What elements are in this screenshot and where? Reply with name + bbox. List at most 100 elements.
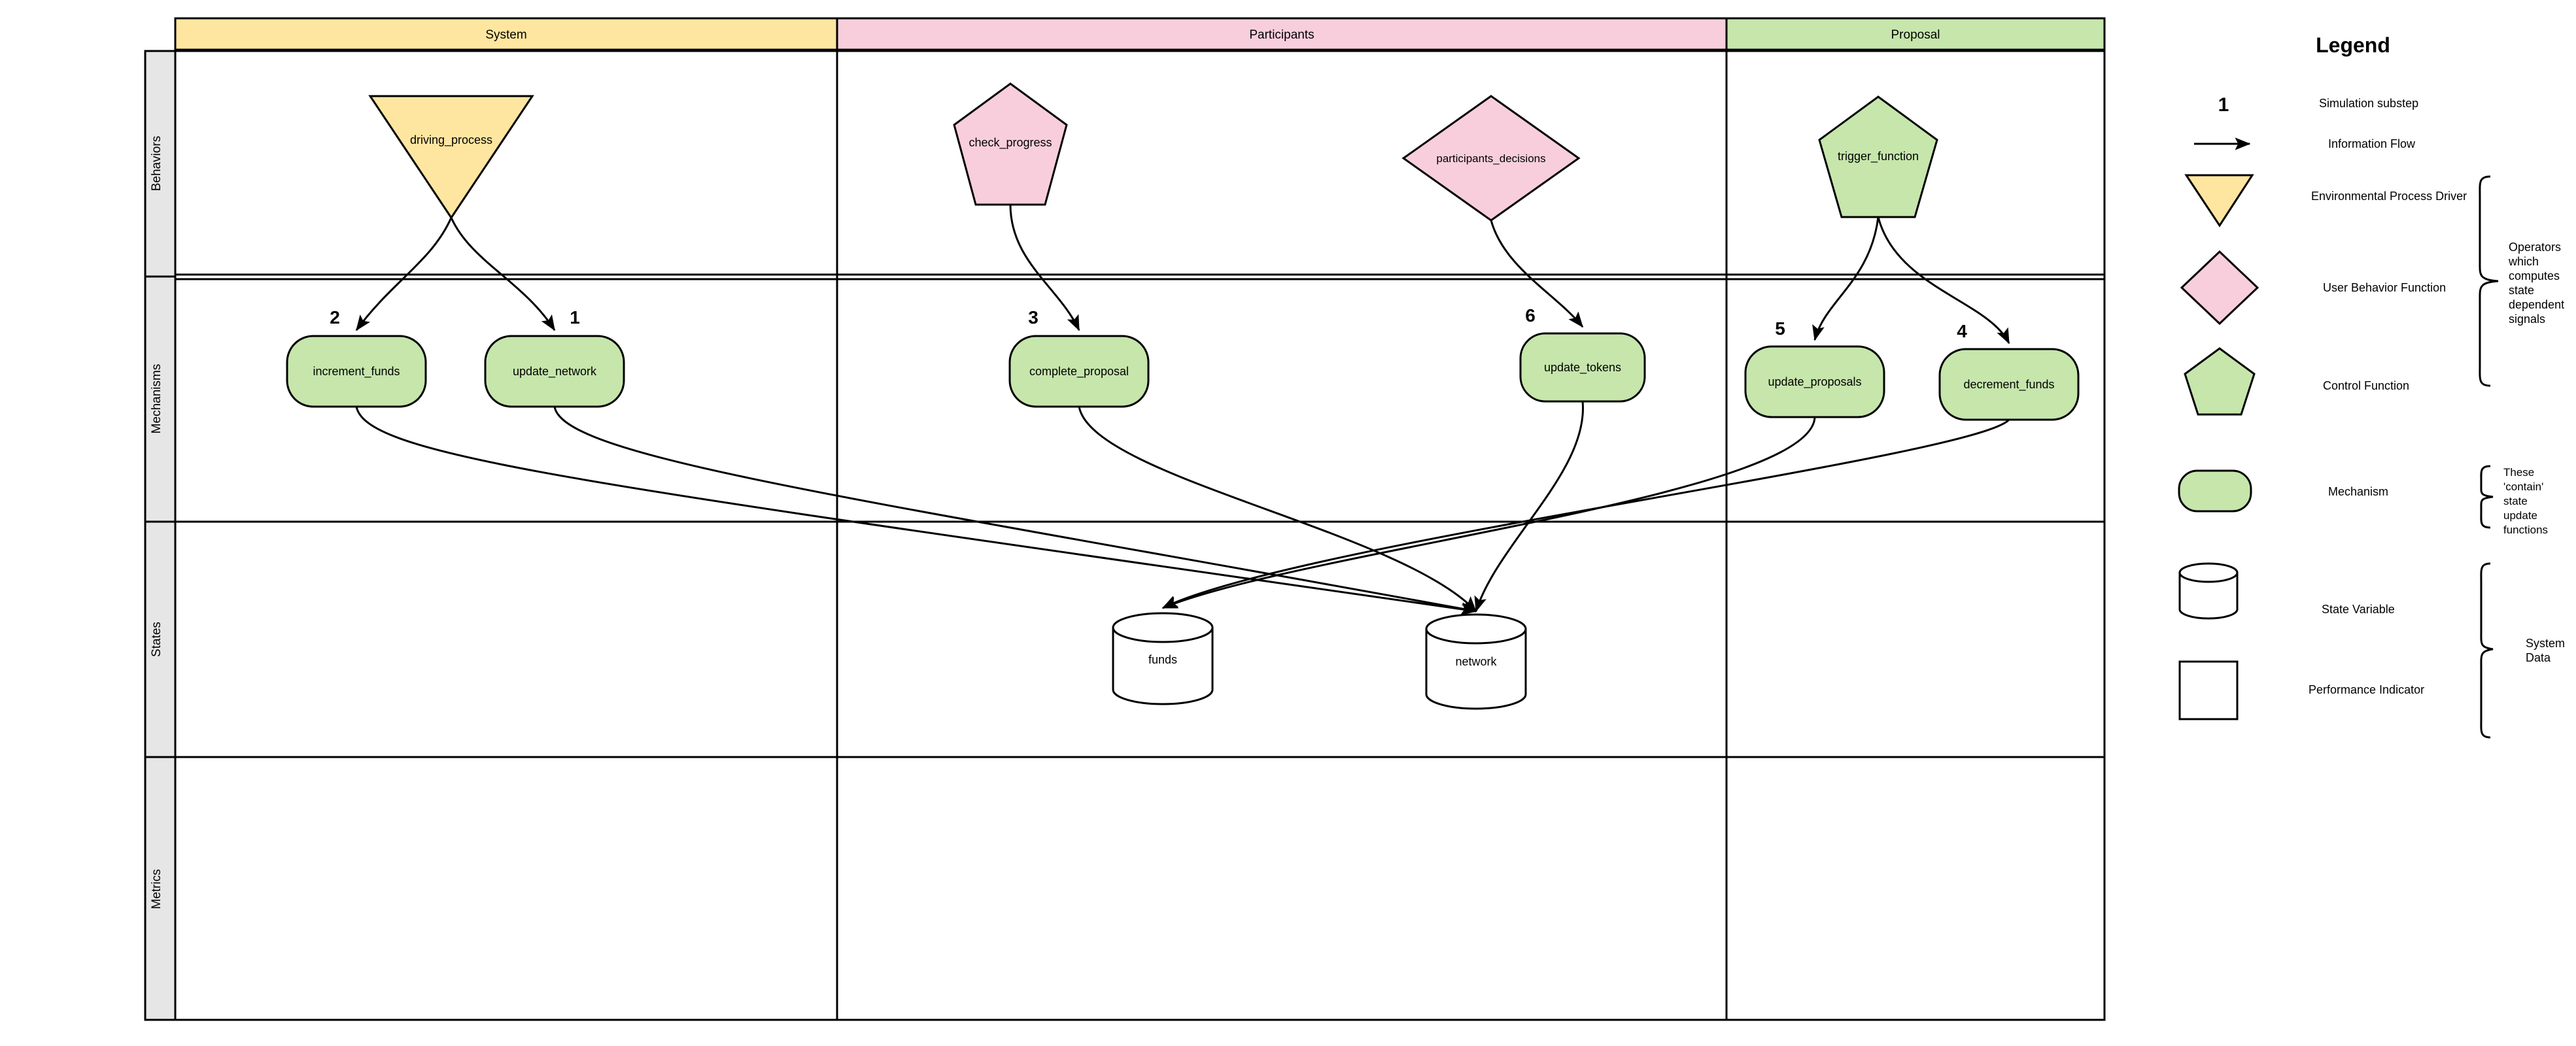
legend-label-simulation-substep: Simulation substep: [2319, 97, 2418, 110]
substep-label-4: 4: [1957, 321, 1967, 341]
legend-item-mechanism: Mechanism: [2178, 469, 2388, 513]
triangle-down-shape: [368, 95, 534, 220]
flow-update-tokens-to-network: [1474, 401, 1584, 613]
flow-edges-behaviors: [355, 204, 2010, 345]
substep-label-2: 2: [330, 307, 340, 328]
node-participants-decisions-label: participants_decisions: [1436, 152, 1545, 165]
flow-trigger-function-to-decrement-funds: [1877, 216, 2010, 345]
brace-line: System: [2526, 637, 2565, 650]
node-decrement-funds[interactable]: decrement_funds: [1938, 348, 2080, 421]
cylinder-body: [1425, 628, 1527, 710]
node-increment-funds[interactable]: increment_funds: [286, 335, 427, 408]
flow-update-proposals-to-funds: [1161, 416, 1816, 609]
rect-icon: [2178, 660, 2239, 720]
node-driving-process-label: driving_process: [410, 133, 492, 147]
cylinder-body: [1112, 626, 1214, 705]
legend-brace-operators: [2479, 175, 2499, 387]
rounded-rect-shape: [1938, 348, 2080, 421]
row-label-states: States: [150, 622, 163, 657]
flow-complete-proposal-to-network: [1078, 406, 1477, 613]
legend-item-information-flow: Information Flow: [2194, 137, 2416, 150]
brace-line: which: [2508, 255, 2539, 268]
column-header-proposal: [1725, 17, 2106, 51]
legend-brace-mechanism-text: These 'contain' state update functions: [2503, 466, 2548, 536]
cylinder-icon-body: [2178, 571, 2239, 620]
legend: Legend 1 Simulation substep Information …: [2178, 33, 2565, 739]
diamond-shape: [1401, 95, 1581, 222]
brace-line: update: [2503, 509, 2537, 522]
brace-line: Data: [2526, 651, 2551, 664]
brace-line: These: [2503, 466, 2534, 479]
node-funds[interactable]: funds: [1112, 612, 1214, 705]
brace-line: dependent: [2509, 298, 2564, 311]
node-trigger-function[interactable]: trigger_function: [1818, 95, 1938, 218]
legend-label-environmental-process-driver: Environmental Process Driver: [2311, 190, 2467, 203]
node-update-network[interactable]: update_network: [484, 335, 625, 408]
pentagon-shape: [953, 82, 1068, 206]
node-update-network-label: update_network: [513, 365, 597, 379]
legend-item-simulation-substep: 1 Simulation substep: [2218, 94, 2418, 116]
node-funds-label: funds: [1148, 653, 1177, 666]
substep-label-3: 3: [1028, 307, 1039, 328]
legend-brace-operators-text: Operators which computes state dependent…: [2508, 241, 2564, 326]
brace-line: signals: [2509, 312, 2545, 326]
rounded-rect-icon: [2178, 469, 2252, 513]
rounded-rect-shape: [1008, 335, 1150, 408]
brace-line: computes: [2509, 269, 2560, 282]
brace-line: state: [2503, 495, 2528, 507]
legend-label-mechanism: Mechanism: [2328, 485, 2388, 498]
row-label-mechanisms: Mechanisms: [150, 364, 163, 434]
flow-trigger-function-to-update-proposals: [1812, 216, 1880, 341]
cylinder-icon-top: [2178, 562, 2239, 583]
node-participants-decisions[interactable]: participants_decisions: [1401, 95, 1581, 222]
substep-label-1: 1: [570, 307, 580, 328]
grid-frame: [144, 50, 2106, 1021]
node-decrement-funds-label: decrement_funds: [1963, 378, 2054, 392]
column-header-participants: [836, 17, 1728, 51]
node-complete-proposal[interactable]: complete_proposal: [1008, 335, 1150, 408]
row-label-metrics: Metrics: [150, 869, 163, 909]
legend-item-environmental-process-driver: Environmental Process Driver: [2184, 174, 2467, 228]
legend-item-performance-indicator: Performance Indicator: [2178, 660, 2424, 720]
brace-line: functions: [2503, 524, 2548, 536]
column-header-system-label: System: [485, 28, 526, 42]
column-header-proposal-label: Proposal: [1891, 28, 1940, 42]
mechanism-shapes: increment_funds 2 update_network 1 compl…: [286, 305, 2080, 421]
substep-label-6: 6: [1525, 305, 1536, 326]
brace-path: [2480, 562, 2494, 739]
node-network[interactable]: network: [1425, 613, 1527, 710]
row-label-behaviors: Behaviors: [150, 136, 163, 192]
rounded-rect-shape: [1519, 332, 1646, 403]
legend-brace-system-data-text: System Data: [2526, 637, 2565, 664]
node-driving-process[interactable]: driving_process: [368, 95, 534, 220]
column-header-participants-label: Participants: [1249, 28, 1314, 42]
flow-decrement-funds-to-funds: [1161, 418, 2010, 609]
node-trigger-function-label: trigger_function: [1838, 150, 1919, 163]
legend-label-control-function: Control Function: [2323, 379, 2409, 392]
legend-item-control-function: Control Function: [2184, 347, 2409, 416]
cylinder-top: [1112, 612, 1214, 643]
brace-line: state: [2509, 284, 2534, 297]
legend-label-user-behavior-function: User Behavior Function: [2323, 281, 2446, 294]
node-check-progress[interactable]: check_progress: [953, 82, 1068, 206]
pentagon-shape: [1818, 95, 1938, 218]
cylinder-top: [1425, 613, 1527, 645]
node-check-progress-label: check_progress: [969, 136, 1052, 150]
brace-path: [2479, 175, 2499, 387]
legend-title: Legend: [2316, 33, 2390, 57]
rounded-rect-shape: [484, 335, 625, 408]
brace-line: 'contain': [2503, 481, 2543, 493]
legend-sample-number: 1: [2218, 94, 2229, 116]
node-update-proposals[interactable]: update_proposals: [1744, 345, 1885, 418]
flow-check-progress-to-complete-proposal: [1009, 204, 1080, 331]
flow-increment-funds-to-network: [355, 406, 1477, 616]
node-update-tokens[interactable]: update_tokens: [1519, 332, 1646, 403]
flow-update-network-to-network: [553, 406, 1477, 615]
pentagon-icon: [2184, 347, 2256, 416]
legend-item-user-behavior-function: User Behavior Function: [2180, 250, 2446, 326]
legend-label-state-variable: State Variable: [2322, 603, 2395, 616]
substep-label-5: 5: [1775, 318, 1785, 339]
state-shapes: funds network: [1112, 612, 1527, 710]
